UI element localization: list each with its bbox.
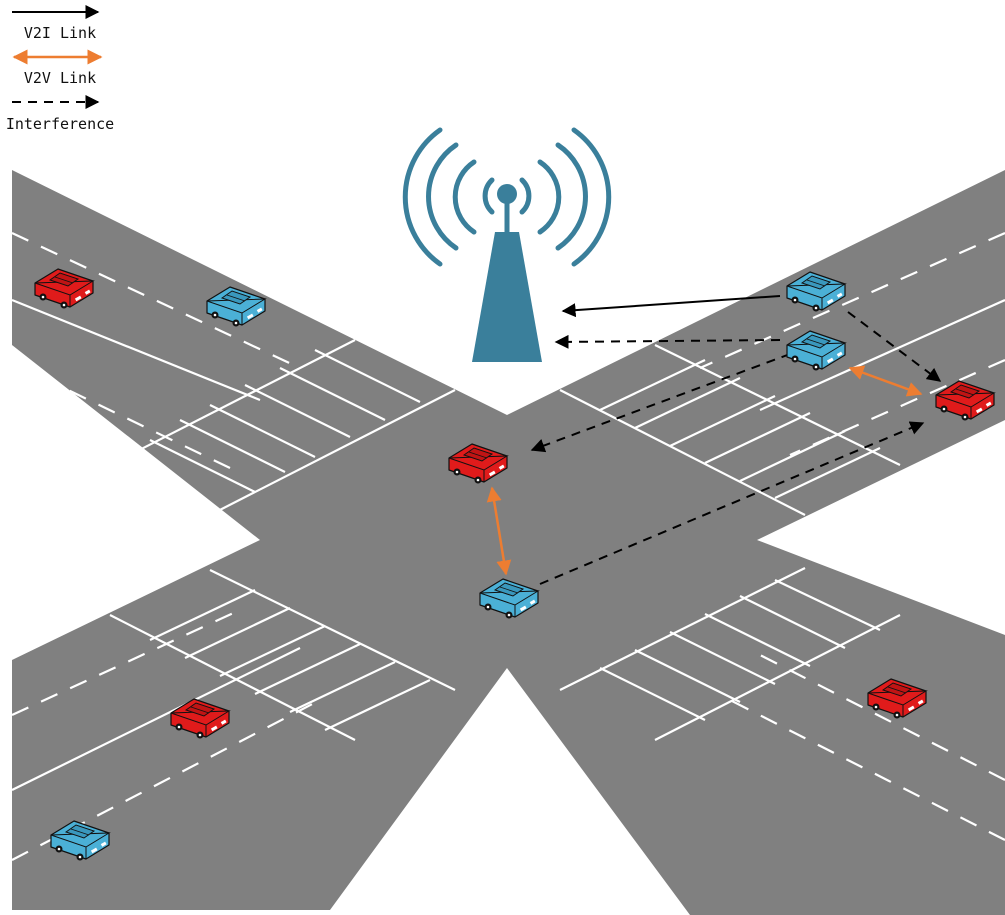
legend (12, 5, 103, 109)
legend-interference-label: Interference (5, 115, 115, 133)
legend-v2i-label: V2I Link (23, 24, 97, 42)
communication-links (486, 295, 942, 585)
cell-tower-icon (402, 127, 612, 362)
lane-markings (11, 231, 1005, 861)
legend-v2v-label: V2V Link (23, 69, 97, 87)
